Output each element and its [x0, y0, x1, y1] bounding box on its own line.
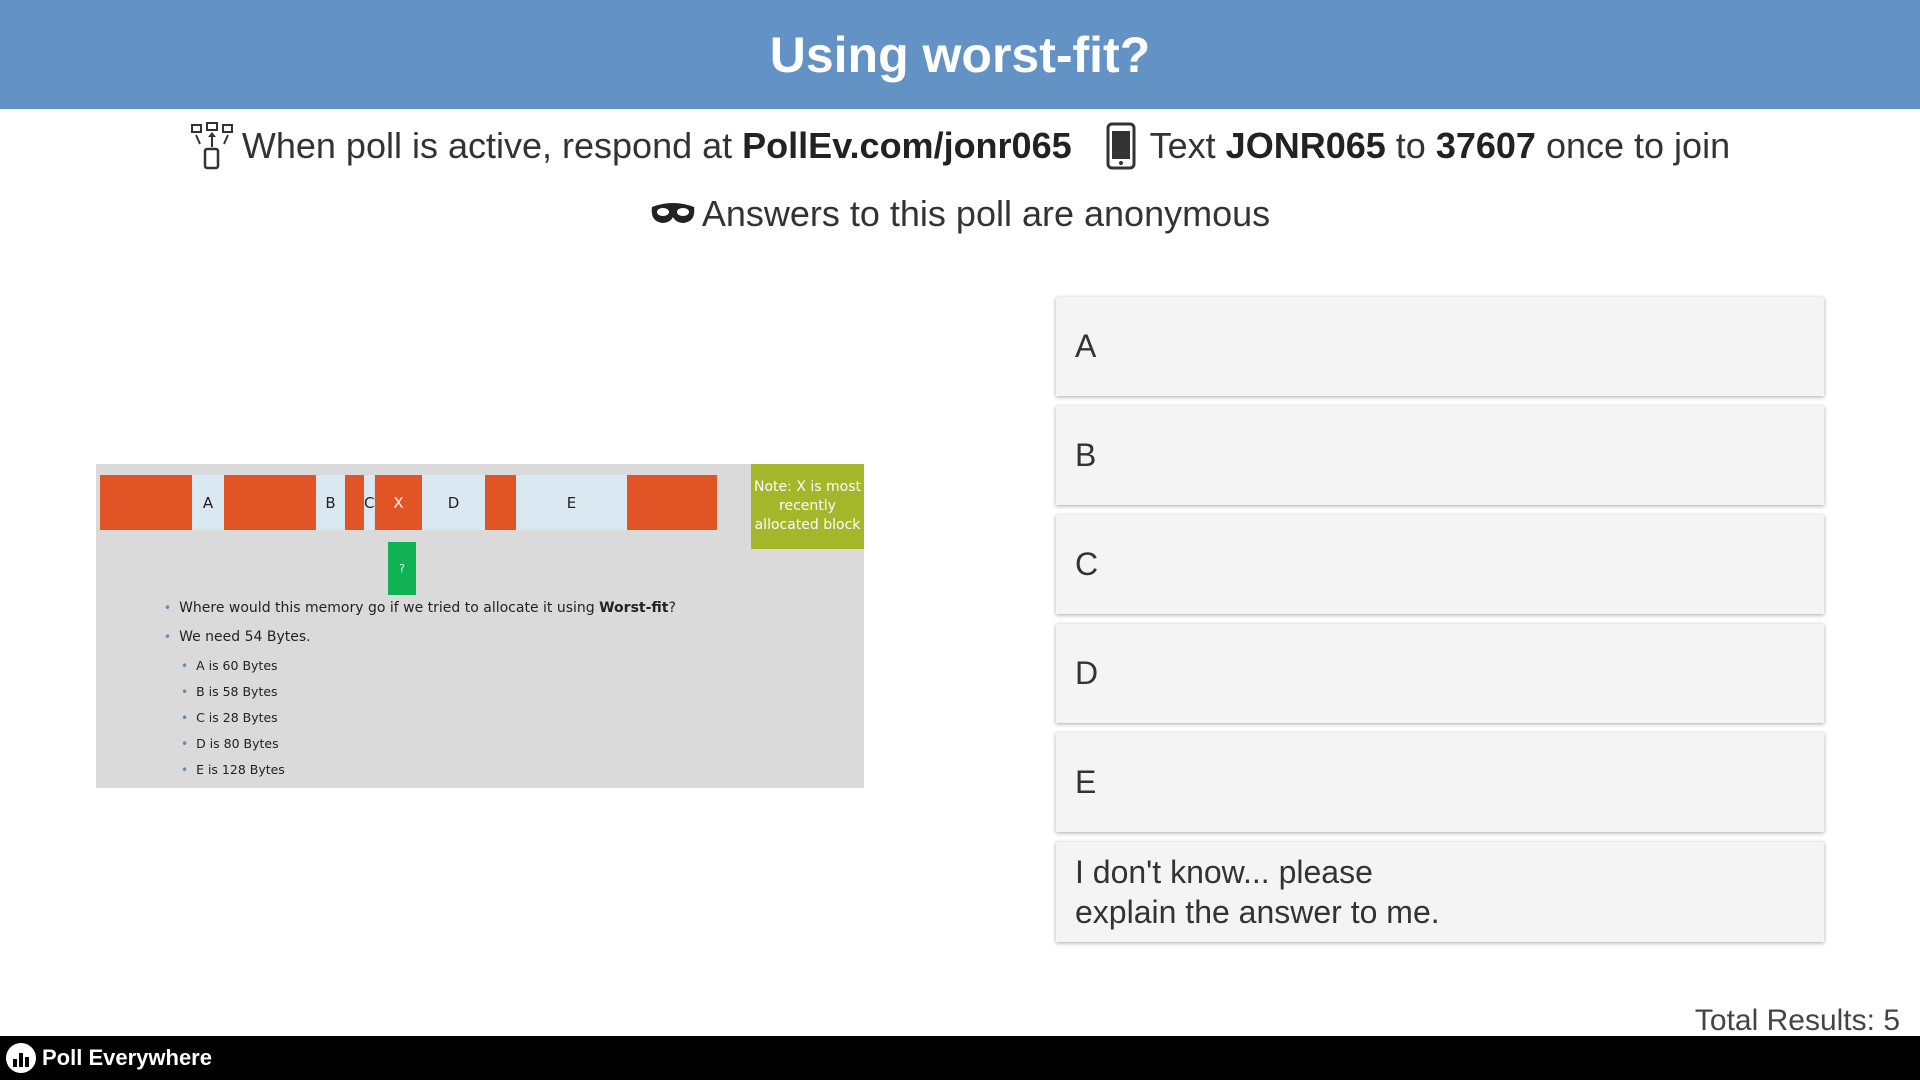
choice-label: B	[1075, 437, 1097, 473]
slide-size-d: •D is 80 Bytes	[181, 736, 279, 751]
logo-icon	[6, 1043, 36, 1073]
memory-block-used	[627, 475, 717, 530]
choice-e[interactable]: E	[1056, 733, 1824, 832]
anonymous-text: Answers to this poll are anonymous	[701, 193, 1271, 234]
memory-block-used	[100, 475, 192, 530]
memory-block-a: A	[192, 475, 224, 530]
footer-bar: Poll Everywhere	[0, 1036, 1920, 1080]
slide-size-b: •B is 58 Bytes	[181, 684, 278, 699]
memory-blocks: A B C X D E	[100, 475, 720, 530]
to-word: to	[1395, 125, 1426, 166]
anonymous-notice: Answers to this poll are anonymous	[0, 184, 1920, 244]
memory-block-d: D	[422, 475, 485, 530]
memory-block-used	[345, 475, 364, 530]
memory-block-x: X	[375, 475, 422, 530]
respond-prefix: When poll is active, respond at	[241, 125, 733, 166]
memory-block-c: C	[364, 475, 374, 530]
request-block: ?	[388, 542, 416, 595]
choice-label: A	[1075, 328, 1097, 364]
brand-name: Poll Everywhere	[42, 1045, 212, 1070]
choice-label-line-1: I don't know... please	[1075, 854, 1373, 890]
total-results: Total Results: 5	[1694, 1004, 1900, 1037]
response-instructions: When poll is active, respond at PollEv.c…	[0, 115, 1920, 177]
join-code: JONR065	[1225, 125, 1386, 166]
question-slide-image: A B C X D E Note: X is most recently all…	[96, 464, 864, 788]
network-icon	[190, 122, 234, 170]
choice-c[interactable]: C	[1056, 515, 1824, 614]
poll-everywhere-logo[interactable]: Poll Everywhere	[6, 1043, 212, 1073]
slide-question: •Where would this memory go if we tried …	[164, 600, 676, 616]
poll-url[interactable]: PollEv.com/jonr065	[742, 125, 1072, 166]
join-suffix: once to join	[1545, 125, 1731, 166]
memory-block-e: E	[516, 475, 627, 530]
choice-label-line-2: explain the answer to me.	[1075, 894, 1440, 930]
memory-block-b: B	[316, 475, 345, 530]
memory-block-used	[485, 475, 516, 530]
text-prefix: Text	[1149, 125, 1216, 166]
slide-size-c: •C is 28 Bytes	[181, 710, 278, 725]
slide-need: •We need 54 Bytes.	[164, 629, 311, 645]
choice-b[interactable]: B	[1056, 406, 1824, 505]
slide-size-a: •A is 60 Bytes	[181, 658, 278, 673]
choice-dont-know[interactable]: I don't know... please explain the answe…	[1056, 842, 1824, 942]
choice-label: E	[1075, 764, 1097, 800]
poll-header: Using worst-fit?	[0, 0, 1920, 109]
mask-icon	[650, 201, 696, 227]
sms-number: 37607	[1435, 125, 1536, 166]
phone-icon	[1106, 122, 1136, 170]
slide-note: Note: X is most recently allocated block	[751, 464, 864, 549]
memory-block-used	[224, 475, 316, 530]
choice-label: D	[1075, 655, 1099, 691]
slide-size-e: •E is 128 Bytes	[181, 762, 285, 777]
choice-label: C	[1075, 546, 1099, 582]
choice-a[interactable]: A	[1056, 297, 1824, 396]
poll-title: Using worst-fit?	[769, 26, 1151, 83]
choice-d[interactable]: D	[1056, 624, 1824, 723]
